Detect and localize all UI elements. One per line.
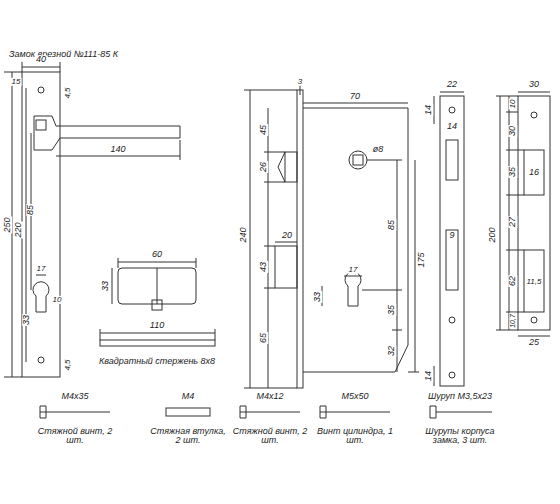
cylinder (118, 268, 196, 304)
dimension-label: 3 (297, 78, 303, 86)
wood-screw (430, 406, 492, 418)
dimension-label: 110 (149, 321, 165, 330)
keyhole (33, 282, 49, 312)
latch-bolt (285, 152, 297, 182)
dimension-label: 9 (448, 231, 455, 240)
drawing-title: Замок врезной №111-85 К (8, 50, 119, 59)
part-caption: М5х50 (340, 392, 369, 401)
dimension-label: 40 (35, 55, 47, 64)
dimension-label: 43 (259, 261, 268, 273)
strike-plate (518, 96, 550, 330)
dimension-label: 32 (387, 345, 396, 357)
dimension-label: 4,5 (64, 358, 72, 371)
dimension-label: 22 (446, 80, 458, 89)
dimension-label: 240 (239, 226, 248, 243)
part-caption: Шурупы корпуса замка, 3 шт. (411, 427, 509, 446)
part-caption: М4 (181, 392, 196, 401)
dimension-label: 140 (109, 145, 126, 154)
square-spindle (100, 340, 215, 346)
dimension-label: 70 (349, 92, 361, 101)
part-caption: Стяжной винт, 2 шт. (33, 427, 117, 446)
dimension-label: 14 (424, 104, 433, 116)
handle-plate (22, 72, 60, 377)
screw-m4x12 (240, 406, 300, 418)
dimension-label: 11,5 (526, 278, 543, 286)
dimension-label: 26 (259, 161, 268, 173)
dimension-label: 85 (26, 204, 35, 216)
handle-lever (34, 116, 180, 150)
part-caption: Шуруп М3,5х23 (427, 392, 493, 401)
dimension-label: 16 (528, 168, 540, 177)
dimension-label: 60 (151, 250, 163, 259)
screw-m4x35 (40, 406, 110, 418)
dimension-label: 30 (528, 80, 540, 89)
screw-m5x50 (320, 406, 390, 418)
dimension-label: 17 (348, 266, 359, 274)
dimension-label: 35 (508, 166, 517, 178)
deadbolt (275, 246, 297, 288)
dimension-label: 30 (508, 125, 517, 137)
dimension-label: 10 (509, 99, 517, 110)
sleeve-m4 (166, 408, 210, 416)
dimension-label: 4,5 (64, 86, 72, 99)
dimension-label: 250 (3, 216, 12, 233)
dimension-label: 20 (281, 231, 293, 240)
lock-body (303, 108, 408, 372)
faceplate-view (440, 96, 464, 386)
dimension-label: 15 (11, 78, 22, 86)
part-caption: Стяжной винт, 2 шт. (228, 427, 312, 446)
dimension-label: Квадратный стержень 8х8 (98, 357, 216, 366)
dimension-label: 35 (387, 304, 396, 316)
dimension-label: 33 (101, 280, 110, 292)
part-caption: Стяжная втулка, 2 шт. (146, 427, 230, 446)
part-caption: М4х12 (255, 392, 284, 401)
dimension-label: 175 (417, 251, 426, 268)
dimension-label: 17 (36, 265, 47, 273)
dimension-label: 65 (259, 332, 268, 344)
dimension-label: 220 (14, 221, 23, 238)
dimension-label: ø8 (372, 145, 385, 154)
dimension-label: 14 (446, 122, 458, 131)
dimension-label: 62 (508, 275, 517, 287)
part-caption: Винт цилиндра, 1 шт. (313, 427, 397, 446)
dimension-label: 85 (387, 219, 396, 231)
dimension-label: 200 (488, 226, 497, 243)
dimension-label: 33 (313, 291, 322, 303)
dimension-label: 10 (52, 296, 63, 304)
part-caption: М4х35 (60, 392, 89, 401)
dimension-label: 27 (508, 216, 517, 228)
dimension-label: 25 (528, 338, 540, 347)
dimension-label: 45 (259, 124, 268, 136)
dimension-label: 33 (22, 314, 31, 326)
dimension-label: 10,7 (509, 313, 516, 329)
lock-faceplate (297, 90, 303, 388)
dimension-label: 14 (424, 370, 433, 382)
